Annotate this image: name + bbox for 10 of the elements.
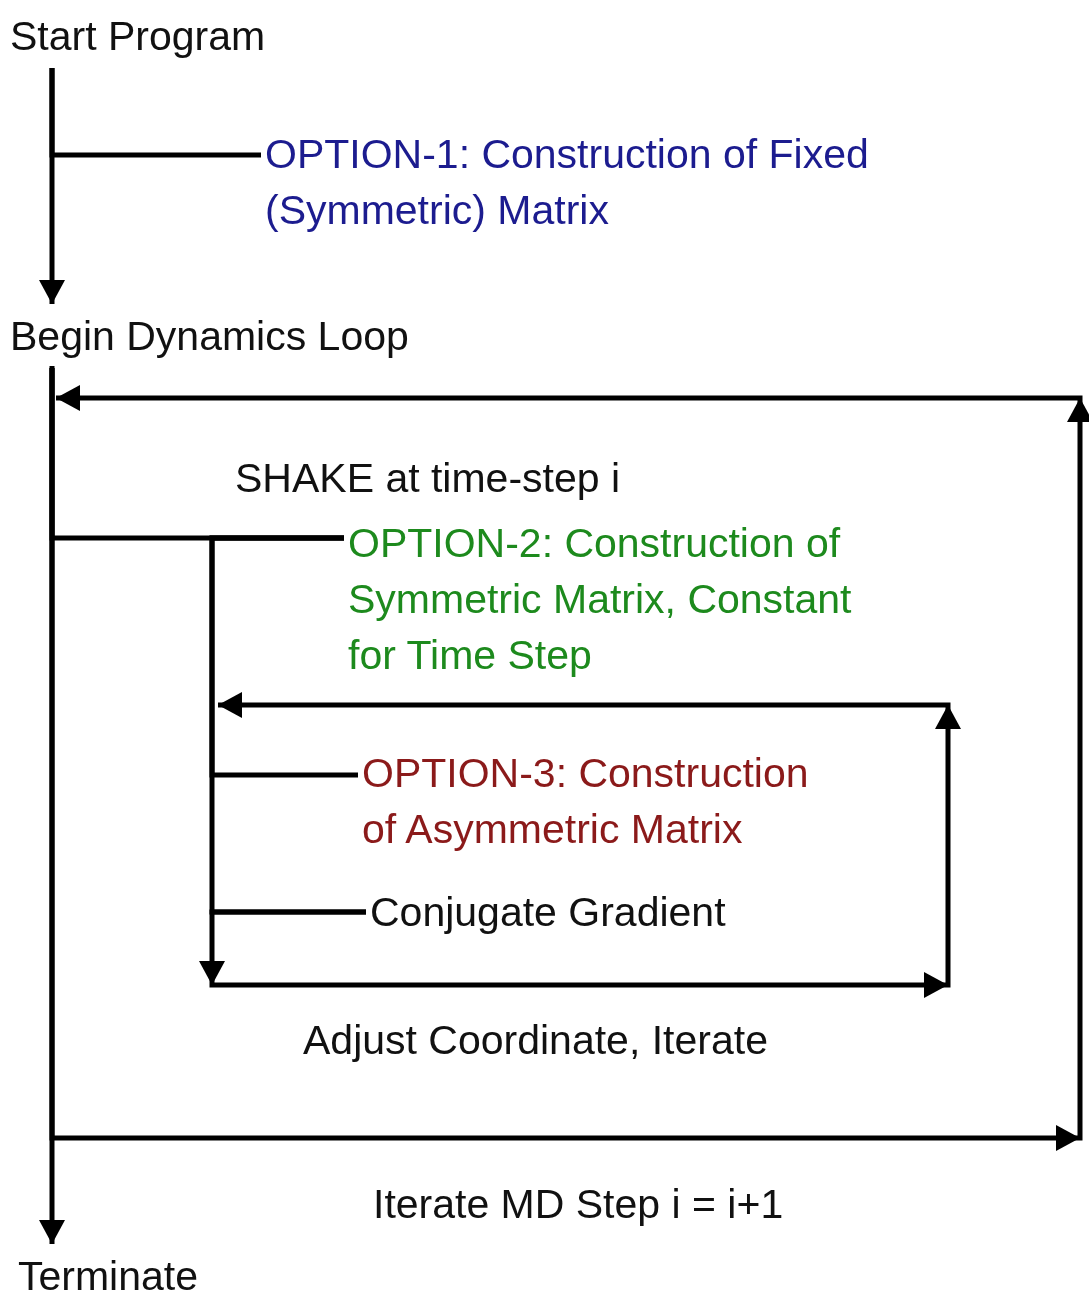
connector-line [49, 68, 261, 158]
step-label: OPTION-3: Construction of Asymmetric Matrix [362, 745, 832, 857]
step-label: Begin Dynamics Loop [10, 308, 409, 364]
step-label: OPTION-2: Construction of Symmetric Matrix, Constant for Time Step [348, 515, 868, 683]
step-label: OPTION-1: Construction of Fixed (Symmetric) Matrix [265, 126, 1065, 238]
arrow [49, 366, 1089, 1151]
step-label: Start Program [10, 8, 266, 64]
arrow [199, 692, 961, 998]
step-label: Terminate [18, 1248, 198, 1296]
step-label: Conjugate Gradient [370, 884, 726, 940]
